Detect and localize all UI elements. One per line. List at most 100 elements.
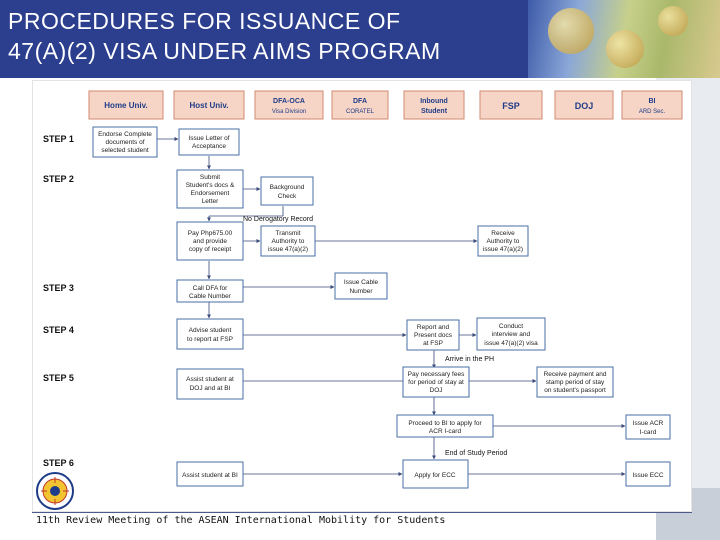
svg-text:Acceptance: Acceptance [192, 143, 226, 150]
box-conduct-interview: Conduct interview and issue 47(a)(2) vis… [476, 317, 546, 351]
svg-text:Visa Division: Visa Division [272, 109, 306, 115]
svg-text:Student's docs &: Student's docs & [186, 182, 235, 189]
box-advise-student: Advise student to report at FSP [176, 318, 244, 350]
svg-text:Number: Number [349, 288, 373, 295]
step-5-label: STEP 5 [43, 373, 74, 383]
lane-dfa-oca: DFA-OCA Visa Division [254, 90, 324, 120]
box-transmit-authority: Transmit Authority to issue 47(a)(2) [260, 225, 316, 257]
svg-text:DOJ and at BI: DOJ and at BI [190, 385, 231, 392]
svg-text:Check: Check [278, 193, 297, 200]
svg-text:Proceed to BI to apply for: Proceed to BI to apply for [408, 420, 482, 427]
lane-bi: BI ARD Sec. [621, 90, 683, 120]
svg-text:Issue Cable: Issue Cable [344, 279, 379, 286]
svg-text:Letter: Letter [202, 198, 219, 205]
svg-text:for period of stay at: for period of stay at [408, 379, 464, 386]
svg-text:stamp period of stay: stamp period of stay [546, 379, 605, 386]
svg-text:Call DFA for: Call DFA for [193, 285, 229, 292]
svg-text:Issue ECC: Issue ECC [632, 472, 663, 479]
slide-header: PROCEDURES FOR ISSUANCE OF 47(A)(2) VISA… [0, 0, 720, 78]
box-assist-bi: Assist student at BI [176, 461, 244, 487]
svg-text:Conduct: Conduct [499, 323, 523, 330]
svg-text:Authority to: Authority to [272, 238, 305, 245]
lane-doj: DOJ [554, 90, 614, 120]
svg-text:DOJ: DOJ [575, 101, 594, 111]
seal-icon [36, 472, 74, 510]
lane-host-univ: Host Univ. [173, 90, 245, 120]
slide-title-line-1: PROCEDURES FOR ISSUANCE OF [8, 8, 401, 34]
flowchart-svg: Home Univ. Host Univ. DFA-OCA Visa Divis… [36, 90, 683, 510]
svg-text:interview and: interview and [492, 331, 531, 338]
slide-title-line-2: 47(A)(2) VISA UNDER AIMS PROGRAM [8, 38, 441, 64]
box-issue-acr: Issue ACR I-card [625, 414, 671, 440]
svg-text:Pay Php675.00: Pay Php675.00 [188, 230, 233, 237]
svg-text:CORATEL: CORATEL [346, 109, 375, 115]
box-receive-authority: Receive Authority to issue 47(a)(2) [477, 225, 529, 257]
svg-text:issue 47(a)(2): issue 47(a)(2) [268, 246, 308, 253]
svg-text:Endorsement: Endorsement [191, 190, 230, 197]
svg-text:and provide: and provide [193, 238, 227, 245]
svg-text:Receive: Receive [491, 230, 515, 237]
svg-text:Host Univ.: Host Univ. [190, 101, 229, 110]
step-3-label: STEP 3 [43, 283, 74, 293]
step-1-label: STEP 1 [43, 134, 74, 144]
lane-headers: Home Univ. Host Univ. DFA-OCA Visa Divis… [88, 90, 683, 120]
lane-fsp: FSP [479, 90, 543, 120]
box-receive-payment: Receive payment and stamp period of stay… [536, 366, 614, 398]
svg-text:Endorse Complete: Endorse Complete [98, 131, 152, 138]
svg-text:BI: BI [649, 98, 656, 105]
svg-text:Assist student at: Assist student at [186, 376, 234, 383]
box-apply-ecc: Apply for ECC [402, 459, 469, 489]
end-study-label: End of Study Period [445, 450, 507, 457]
box-pay-php: Pay Php675.00 and provide copy of receip… [176, 221, 244, 261]
svg-text:ARD Sec.: ARD Sec. [639, 109, 666, 115]
lane-dfa-coratel: DFA CORATEL [331, 90, 389, 120]
no-derogatory-label: No Derogatory Record [243, 216, 313, 223]
svg-text:FSP: FSP [502, 101, 520, 111]
svg-text:Present docs: Present docs [414, 332, 453, 339]
box-endorse: Endorse Complete documents of selected s… [92, 126, 158, 158]
arrive-label: Arrive in the PH [445, 356, 494, 363]
box-issue-ecc: Issue ECC [625, 461, 671, 487]
svg-text:issue 47(a)(2) visa: issue 47(a)(2) visa [484, 340, 538, 347]
slide-footer: 11th Review Meeting of the ASEAN Interna… [36, 515, 446, 526]
step-4-label: STEP 4 [43, 325, 74, 335]
svg-text:Advise student: Advise student [189, 327, 232, 334]
step-2-label: STEP 2 [43, 174, 74, 184]
box-issue-letter: Issue Letter of Acceptance [178, 128, 240, 156]
svg-text:Apply for ECC: Apply for ECC [414, 472, 455, 479]
slide-title: PROCEDURES FOR ISSUANCE OF 47(A)(2) VISA… [8, 6, 528, 66]
svg-text:Inbound: Inbound [420, 98, 448, 105]
svg-text:Background: Background [270, 184, 305, 191]
svg-text:Pay necessary fees: Pay necessary fees [408, 371, 465, 378]
header-photo [528, 0, 720, 78]
box-assist-doj: Assist student at DOJ and at BI [176, 368, 244, 400]
svg-text:Issue Letter of: Issue Letter of [188, 135, 229, 142]
svg-text:documents of: documents of [105, 139, 144, 146]
svg-text:selected student: selected student [101, 147, 149, 154]
svg-text:Home Univ.: Home Univ. [104, 101, 147, 110]
svg-text:I-card: I-card [640, 429, 657, 436]
svg-text:issue 47(a)(2): issue 47(a)(2) [483, 246, 523, 253]
svg-text:Assist student at BI: Assist student at BI [182, 472, 238, 479]
lane-inbound-student: Inbound Student [403, 90, 465, 120]
box-call-dfa: Call DFA for Cable Number [176, 279, 244, 303]
svg-text:Transmit: Transmit [275, 230, 300, 237]
flowchart-canvas: Home Univ. Host Univ. DFA-OCA Visa Divis… [32, 80, 692, 512]
svg-text:ACR I-card: ACR I-card [429, 428, 462, 435]
box-background-check: Background Check [260, 176, 314, 206]
footer-divider [32, 512, 692, 513]
svg-text:Report and: Report and [417, 324, 450, 331]
box-submit-docs: Submit Student's docs & Endorsement Lett… [176, 169, 244, 209]
svg-text:Receive payment and: Receive payment and [544, 371, 607, 378]
box-proceed-bi: Proceed to BI to apply for ACR I-card [396, 414, 494, 438]
svg-text:Cable Number: Cable Number [189, 293, 232, 300]
box-pay-fees: Pay necessary fees for period of stay at… [402, 366, 470, 398]
svg-text:Student: Student [421, 108, 448, 115]
svg-text:DFA: DFA [353, 98, 367, 105]
box-report-fsp: Report and Present docs at FSP [406, 319, 460, 351]
svg-text:at FSP: at FSP [423, 340, 443, 347]
svg-text:DFA-OCA: DFA-OCA [273, 98, 305, 105]
lane-home-univ: Home Univ. [88, 90, 164, 120]
step-6-label: STEP 6 [43, 458, 74, 468]
svg-text:Submit: Submit [200, 174, 220, 181]
